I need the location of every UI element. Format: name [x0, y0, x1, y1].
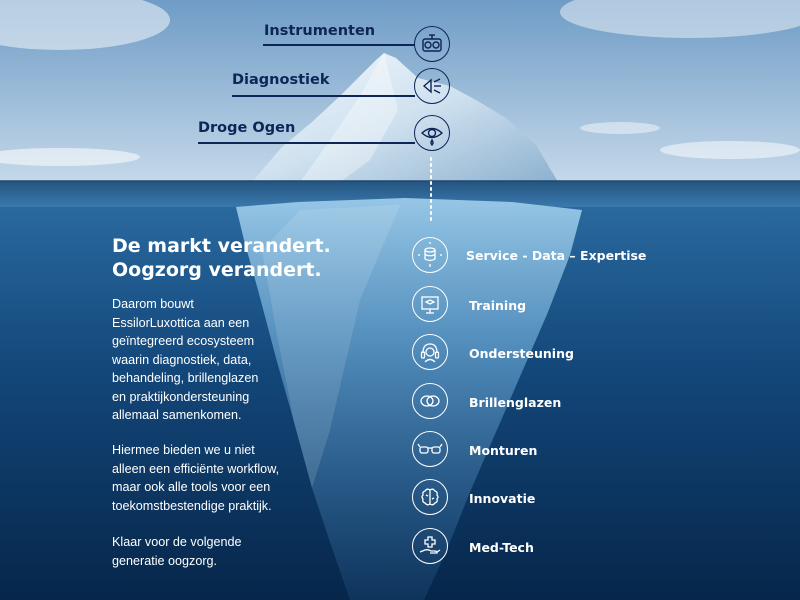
glasses-frame-icon [412, 431, 448, 467]
data-service-icon [412, 237, 448, 273]
headline-line-2: Oogzorg verandert. [112, 259, 322, 281]
paragraph-1-line: geïntegreerd ecosysteem [112, 334, 255, 348]
bottom-item-monturen-label: Monturen [469, 443, 538, 458]
top-item-diagnostiek-line [232, 95, 415, 97]
dry-eye-icon [414, 115, 450, 151]
training-icon [412, 286, 448, 322]
paragraph-3: Klaar voor de volgende generatie oogzorg… [112, 533, 242, 570]
paragraph-1-line: EssilorLuxottica aan een [112, 315, 250, 330]
headline-line-1: De markt verandert. [112, 235, 331, 257]
paragraph-1-line: en praktijkondersteuning [112, 389, 250, 404]
med-tech-hand-icon [412, 528, 448, 564]
bottom-item-innovatie-label: Innovatie [469, 491, 536, 506]
bottom-item-med-tech-label: Med-Tech [469, 540, 534, 555]
paragraph-1-line: waarin diagnostiek, data, [112, 352, 252, 367]
instruments-icon [414, 26, 450, 62]
bottom-item-brillenglazen-label: Brillenglazen [469, 395, 562, 410]
paragraph-3-line: generatie oogzorg. [112, 553, 218, 568]
paragraph-3-line: Klaar voor de volgende [112, 535, 242, 549]
paragraph-1-line: behandeling, brillenglazen [112, 371, 259, 385]
diagnostics-icon [414, 68, 450, 104]
top-item-droge-ogen-line [198, 142, 415, 144]
innovation-brain-icon [412, 479, 448, 515]
top-item-droge-ogen-label: Droge Ogen [198, 120, 296, 136]
top-item-diagnostiek-label: Diagnostiek [232, 72, 330, 88]
bottom-item-service-label: Service - Data – Expertise [466, 248, 647, 263]
paragraph-1-line: allemaal samenkomen. [112, 408, 242, 422]
paragraph-2-line: alleen een efficiënte workflow, [112, 461, 280, 476]
paragraph-1-line: Daarom bouwt [112, 297, 194, 311]
top-item-instrumenten-label: Instrumenten [264, 23, 376, 39]
paragraph-2: Hiermee bieden we u niet alleen een effi… [112, 441, 279, 515]
paragraph-2-line: Hiermee bieden we u niet [112, 443, 255, 457]
lenses-icon [412, 383, 448, 419]
top-item-instrumenten-line [263, 44, 415, 46]
headline: De markt verandert. Oogzorg verandert. [112, 234, 331, 282]
bottom-item-ondersteuning-label: Ondersteuning [469, 346, 574, 361]
support-headset-icon [412, 334, 448, 370]
paragraph-1: Daarom bouwt EssilorLuxottica aan een ge… [112, 295, 258, 425]
bottom-item-training-label: Training [469, 298, 527, 313]
paragraph-2-line: maar ook alle tools voor een [112, 480, 271, 494]
paragraph-2-line: toekomstbestendige praktijk. [112, 498, 272, 513]
